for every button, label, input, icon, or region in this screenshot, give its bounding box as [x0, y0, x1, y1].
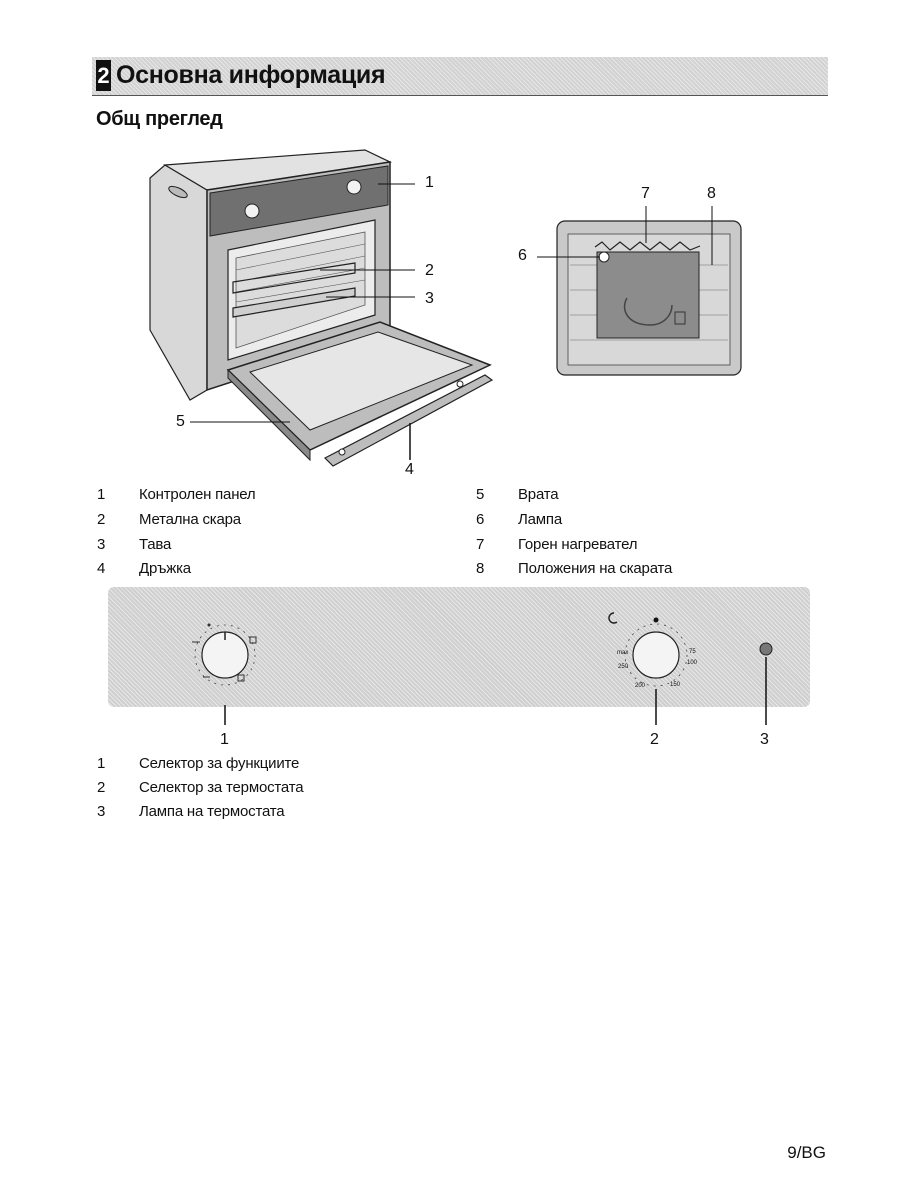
legend-label: Лампа — [518, 511, 562, 528]
control-num: 1 — [97, 755, 106, 772]
legend-num: 8 — [476, 560, 485, 577]
legend-label: Дръжка — [139, 560, 191, 577]
legend-num: 7 — [476, 536, 485, 553]
legend-label: Положения на скарата — [518, 560, 673, 577]
legend-num: 1 — [97, 486, 106, 503]
control-label: Лампа на термостата — [139, 803, 285, 820]
callout-3: 3 — [425, 290, 434, 307]
control-num: 3 — [97, 803, 106, 820]
legend-label: Тава — [139, 536, 172, 553]
thermostat-mark-150: 150 — [670, 682, 681, 688]
panel-callout-3: 3 — [760, 731, 769, 748]
legend-num: 6 — [476, 511, 485, 528]
section-title: Основна информация — [116, 61, 386, 89]
panel-callout-2: 2 — [650, 731, 659, 748]
legend-label: Горен нагревател — [518, 536, 638, 553]
legend-num: 5 — [476, 486, 485, 503]
thermostat-mark-250: 250 — [618, 664, 629, 670]
thermostat-mark-200: 200 — [635, 683, 646, 689]
legend-num: 2 — [97, 511, 106, 528]
legend-label: Метална скара — [139, 511, 241, 528]
callout-7: 7 — [641, 185, 650, 202]
legend-num: 4 — [97, 560, 106, 577]
page-number: 9/BG — [787, 1143, 826, 1162]
control-num: 2 — [97, 779, 106, 796]
control-label: Селектор за термостата — [139, 779, 304, 796]
thermostat-mark-max: max — [617, 650, 629, 656]
section-header: 2 Основна информация — [92, 57, 828, 96]
callout-2: 2 — [425, 262, 434, 279]
callout-5: 5 — [176, 413, 185, 430]
callout-6: 6 — [518, 247, 527, 264]
legend-num: 3 — [97, 536, 106, 553]
subtitle: Общ преглед — [96, 108, 223, 130]
callout-1: 1 — [425, 174, 434, 191]
oven-illustration — [149, 149, 742, 467]
callout-4: 4 — [405, 461, 414, 478]
thermostat-mark-75: 75 — [689, 649, 696, 655]
control-panel-knobs — [192, 612, 773, 725]
control-label: Селектор за функциите — [139, 755, 300, 772]
panel-callout-1: 1 — [220, 731, 229, 748]
legend-label: Врата — [518, 486, 559, 503]
section-number: 2 — [96, 60, 111, 91]
thermostat-mark-100: 100 — [687, 660, 698, 666]
callout-8: 8 — [707, 185, 716, 202]
legend-label: Контролен панел — [139, 486, 256, 503]
